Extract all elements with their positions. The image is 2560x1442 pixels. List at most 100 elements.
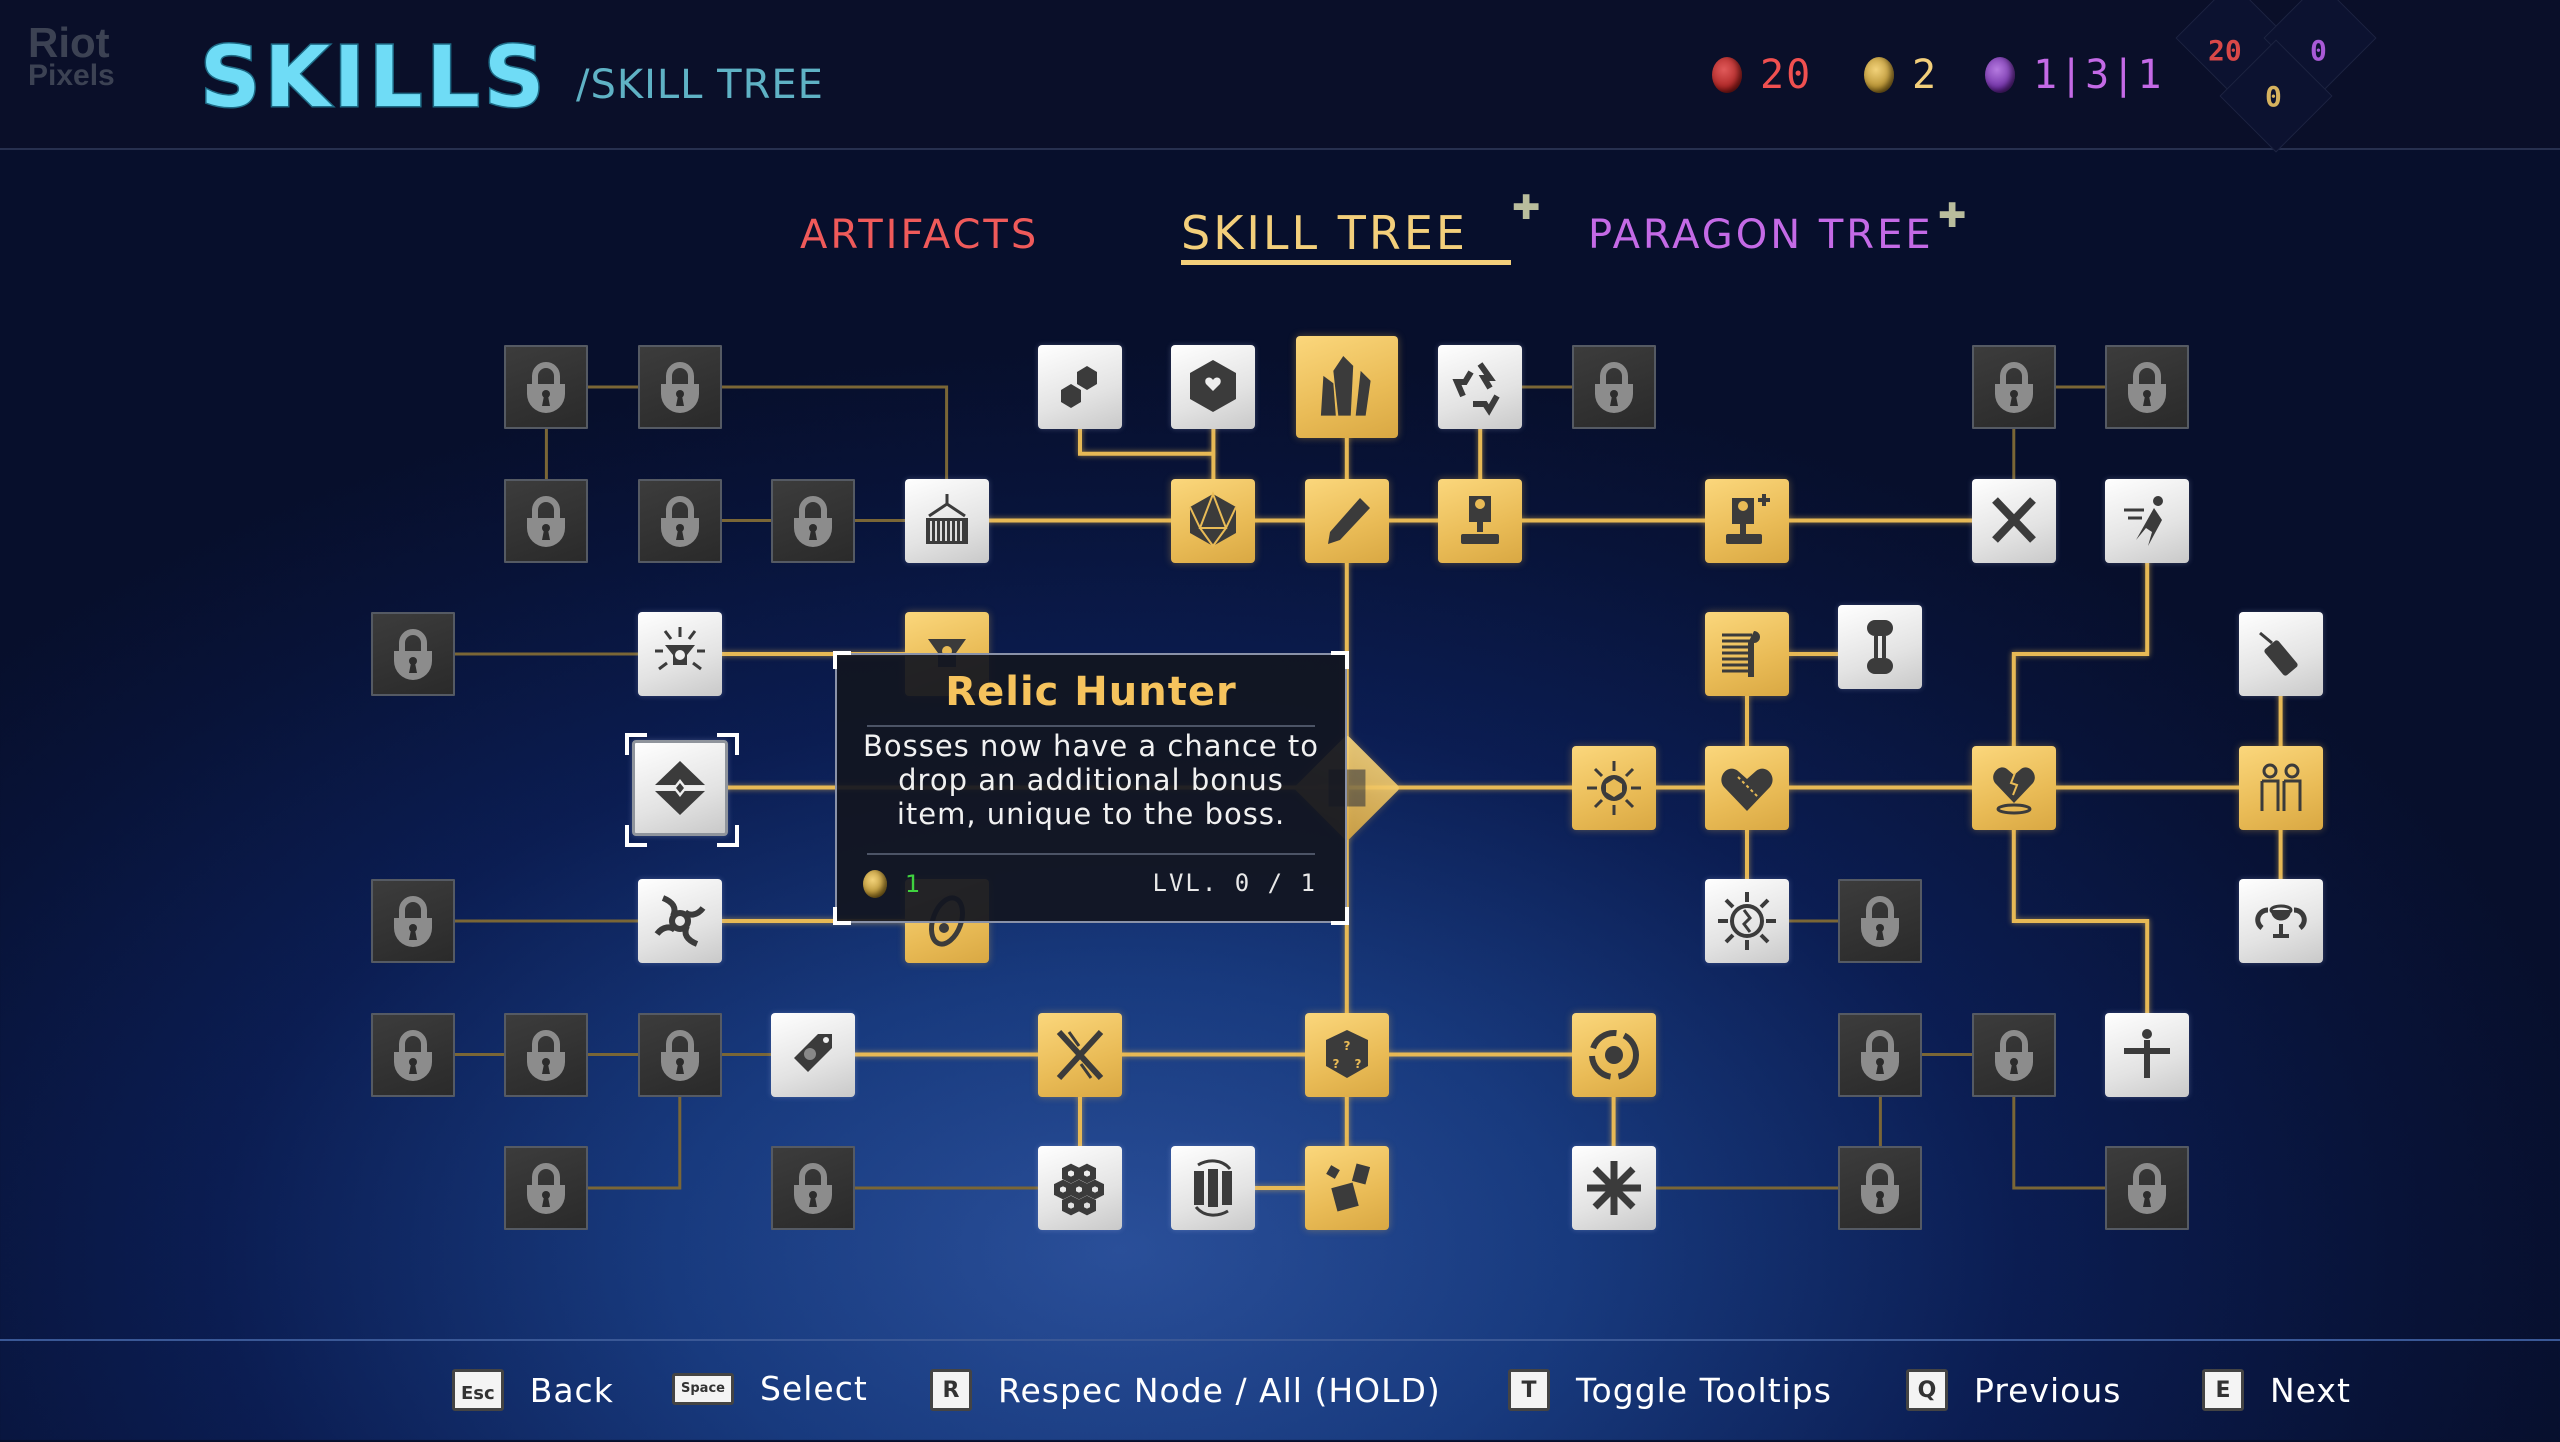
skill-node-lock[interactable] (637, 345, 722, 429)
skill-node-lock[interactable] (771, 478, 856, 563)
skill-node-lock[interactable] (637, 1012, 722, 1097)
crucified-figure-icon (2124, 1028, 2171, 1078)
stitched-heart-icon (1721, 768, 1773, 811)
purple-coin-icon (1985, 57, 2015, 93)
skill-node-lock[interactable] (771, 1146, 856, 1230)
skill-node-lock[interactable] (1838, 1146, 1923, 1230)
selection-corner (624, 732, 647, 755)
winged-chalice-icon (2254, 904, 2307, 938)
hint-select-label: Select (759, 1369, 868, 1408)
skill-node-sprint[interactable] (2105, 478, 2190, 563)
skill-node-gem-sun[interactable] (1571, 745, 1656, 830)
watermark-logo: Riot Pixels (28, 19, 115, 91)
skill-node-walkie-talkie[interactable] (2238, 612, 2323, 696)
gold-coin-icon (1864, 57, 1894, 93)
tab-artifacts[interactable]: ARTIFACTS (800, 212, 1040, 258)
skill-node-trophy-plus[interactable] (1705, 478, 1789, 563)
skill-node-tools[interactable] (1971, 478, 2056, 563)
burst-charm-icon (654, 627, 705, 671)
skill-node-lock[interactable] (1971, 345, 2056, 429)
hexagons-icon (1054, 1163, 1104, 1216)
tooltip-title: Relic Hunter (945, 669, 1237, 715)
sprint-icon (2124, 495, 2164, 546)
hint-respec-label: Respec Node / All (HOLD) (998, 1370, 1441, 1410)
skill-node-hexagons[interactable] (1038, 1146, 1122, 1230)
skill-tooltip: Relic Hunter Bosses now have a chance to… (833, 651, 1349, 925)
skill-node-cracked-sun[interactable] (1705, 879, 1789, 963)
skill-node-lock[interactable] (1838, 879, 1923, 963)
skill-node-crystals[interactable] (1295, 336, 1398, 438)
skill-node-burst-charm[interactable] (637, 612, 722, 696)
skill-node-lock[interactable] (2105, 345, 2190, 429)
hint-previous[interactable]: Q Previous (1906, 1369, 2121, 1411)
tab-paragon-tree[interactable]: PARAGON TREE (1588, 212, 1934, 258)
skill-node-claw-x[interactable] (1038, 1012, 1122, 1097)
skill-node-lock[interactable] (504, 1012, 589, 1097)
tab-skill-tree[interactable]: SKILL TREE (1181, 206, 1468, 260)
connection-line (679, 385, 949, 521)
skill-node-recycle[interactable] (1438, 345, 1523, 429)
skill-node-crucified-figure[interactable] (2105, 1012, 2190, 1097)
skill-node-trophy[interactable] (1438, 478, 1523, 563)
skill-node-broken-heart[interactable] (1971, 745, 2056, 830)
crystals-icon (1320, 355, 1371, 416)
skill-node-twins[interactable] (2238, 745, 2323, 830)
tooltip-cost: 1 (863, 870, 920, 898)
skill-node-swap[interactable] (1171, 1146, 1256, 1230)
skill-node-diamond-emblem[interactable] (624, 732, 739, 847)
red-points-value: 20 (1760, 52, 1813, 98)
skill-node-dice-pair[interactable] (1038, 345, 1122, 429)
svg-text:?: ? (1332, 1057, 1339, 1071)
skill-node-dumbbell[interactable] (1838, 605, 1923, 689)
skill-node-lock[interactable] (371, 879, 455, 963)
trophy-icon (1461, 495, 1500, 544)
skill-node-lock[interactable] (504, 345, 589, 429)
hint-toggle-tooltips[interactable]: T Toggle Tooltips (1508, 1369, 1832, 1411)
skill-node-crystal-shard[interactable] (1304, 478, 1389, 563)
skill-node-lock[interactable] (1971, 1012, 2056, 1097)
svg-text:?: ? (1343, 1039, 1350, 1053)
skill-node-lock[interactable] (371, 1012, 455, 1097)
skill-node-d20-heart[interactable] (1171, 345, 1256, 429)
hint-back[interactable]: Esc Back (452, 1369, 614, 1411)
skill-node-cubes[interactable] (1304, 1146, 1389, 1230)
skill-node-lock[interactable] (1571, 345, 1656, 429)
lock-icon (1994, 362, 2033, 413)
skill-node-lock[interactable] (637, 478, 722, 563)
e-key-icon: E (2202, 1369, 2244, 1411)
skill-node-d20[interactable] (1171, 478, 1256, 563)
skill-tree-plus-icon: ✚ (1512, 188, 1541, 228)
skill-node-lock[interactable] (371, 612, 455, 696)
gold-skill-points: 2 (1864, 52, 1938, 98)
space-key-icon: Space (672, 1372, 734, 1405)
skill-node-speed-figure[interactable] (1705, 612, 1789, 696)
skill-node-lock[interactable] (504, 478, 589, 563)
hint-next[interactable]: E Next (2202, 1369, 2351, 1411)
skill-node-snowflake[interactable] (1571, 1146, 1656, 1230)
dumbbell-icon (1867, 620, 1894, 674)
skill-node-vortex[interactable] (637, 879, 722, 963)
hint-select[interactable]: Space Select (672, 1369, 868, 1408)
lock-icon (394, 896, 432, 947)
skill-node-winged-chalice[interactable] (2238, 879, 2323, 963)
skill-node-mystery-dice[interactable]: ??? (1304, 1012, 1389, 1097)
skill-node-stitched-heart[interactable] (1705, 745, 1789, 830)
skill-node-price-tag[interactable] (771, 1012, 856, 1097)
watermark-line1: Riot (28, 19, 110, 66)
tooltip-level: LVL. 0 / 1 (1152, 869, 1317, 897)
skill-node-lock[interactable] (2105, 1146, 2190, 1230)
lock-icon (1861, 896, 1900, 947)
tooltip-divider (867, 725, 1315, 727)
mystery-dice-icon: ??? (1325, 1029, 1368, 1078)
gem-sun-icon (1586, 760, 1641, 815)
hint-respec[interactable]: R Respec Node / All (HOLD) (930, 1369, 1441, 1411)
gold-points-value: 2 (1912, 52, 1939, 98)
t-key-icon: T (1508, 1369, 1550, 1411)
skill-node-cargo-crate[interactable] (904, 478, 989, 563)
lock-icon (1594, 362, 1633, 413)
hint-next-label: Next (2270, 1370, 2351, 1410)
skill-node-lock[interactable] (1838, 1012, 1923, 1097)
skill-node-spiral-rune[interactable] (1571, 1012, 1656, 1097)
skill-node-lock[interactable] (504, 1146, 589, 1230)
claw-x-icon (1056, 1029, 1104, 1080)
